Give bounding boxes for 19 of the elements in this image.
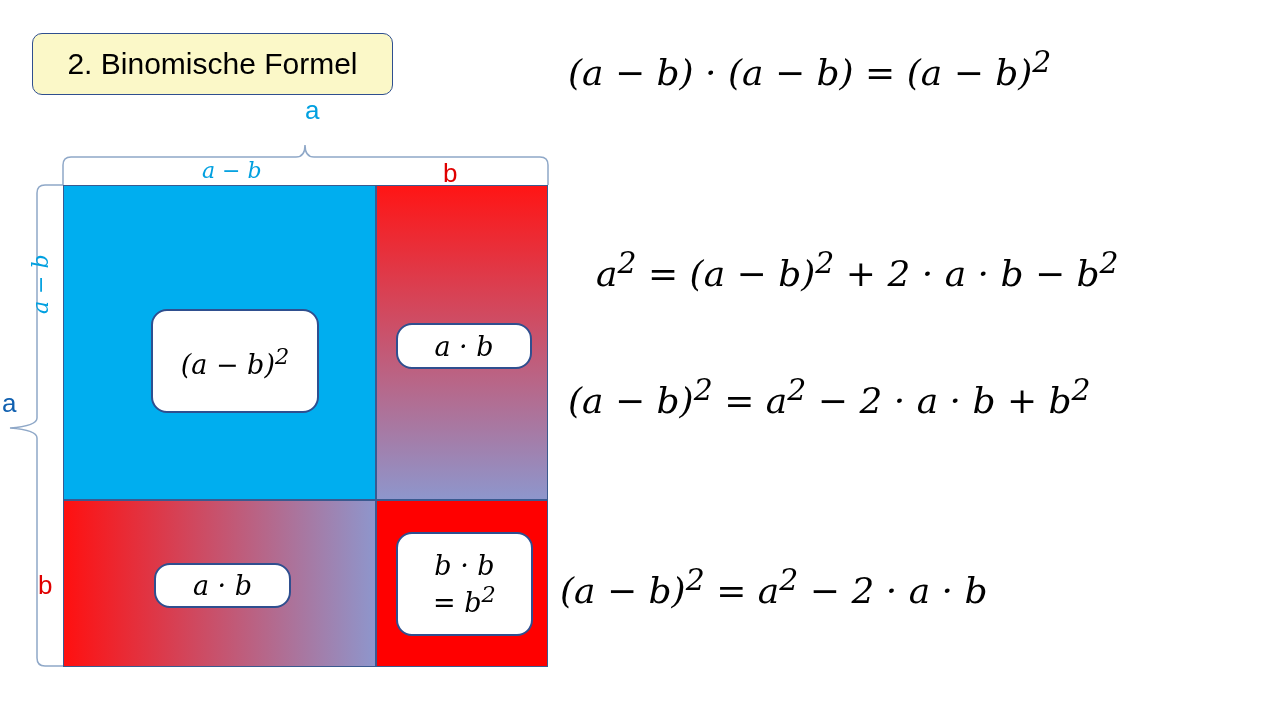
dimension-label: b [38,570,53,601]
formula: (a − b)$^{2}$ = a$^{2}$ − 2 · a · b + b$^{2}$ [568,372,1091,421]
square-region [376,500,548,667]
square-region [376,185,548,500]
formula: (a − b) · (a − b) = (a − b)$^{2}$ [568,44,1052,93]
square-region [63,500,376,667]
term-card: a · b [154,563,291,608]
square-region [63,185,376,500]
term-card: b · b = b$^{2}$ [396,532,533,636]
dimension-label: a − b [202,158,262,183]
title-box: 2. Binomische Formel [32,33,393,95]
dimension-label: b [443,158,458,189]
formula: (a − b)$^{2}$ = a$^{2}$ − 2 · a · b [560,562,988,611]
dimension-label: a − b [28,254,53,314]
term-card: a · b [396,323,532,369]
dimension-label: a [2,388,17,419]
formula: a$^{2}$ = (a − b)$^{2}$ + 2 · a · b − b$^{2}$ [596,245,1119,294]
term-card: (a − b)$^{2}$ [151,309,319,413]
dimension-label: a [305,95,320,126]
